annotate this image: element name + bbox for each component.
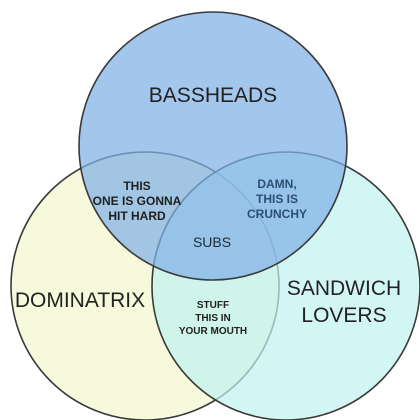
region-top-right-line1: DAMN, bbox=[257, 177, 296, 191]
region-top-left-line3: HIT HARD bbox=[108, 209, 166, 223]
region-top-left-line1: THIS bbox=[123, 179, 150, 193]
region-top-right-line3: CRUNCHY bbox=[247, 207, 307, 221]
set-label-sandwich-lovers-line2: LOVERS bbox=[301, 304, 386, 327]
region-top-right-line2: THIS IS bbox=[256, 192, 298, 206]
region-left-right-line1: STUFF bbox=[197, 300, 229, 311]
region-top-left-line2: ONE IS GONNA bbox=[93, 194, 182, 208]
set-label-sandwich-lovers-line1: SANDWICH bbox=[287, 277, 401, 300]
region-center-label: SUBS bbox=[193, 234, 231, 250]
set-label-bassheads: BASSHEADS bbox=[149, 84, 277, 107]
region-left-right-line2: THIS IN bbox=[195, 313, 231, 324]
circle-bassheads bbox=[78, 11, 348, 281]
region-left-right-line3: YOUR MOUTH bbox=[179, 326, 247, 337]
set-label-dominatrix: DOMINATRIX bbox=[15, 289, 145, 312]
